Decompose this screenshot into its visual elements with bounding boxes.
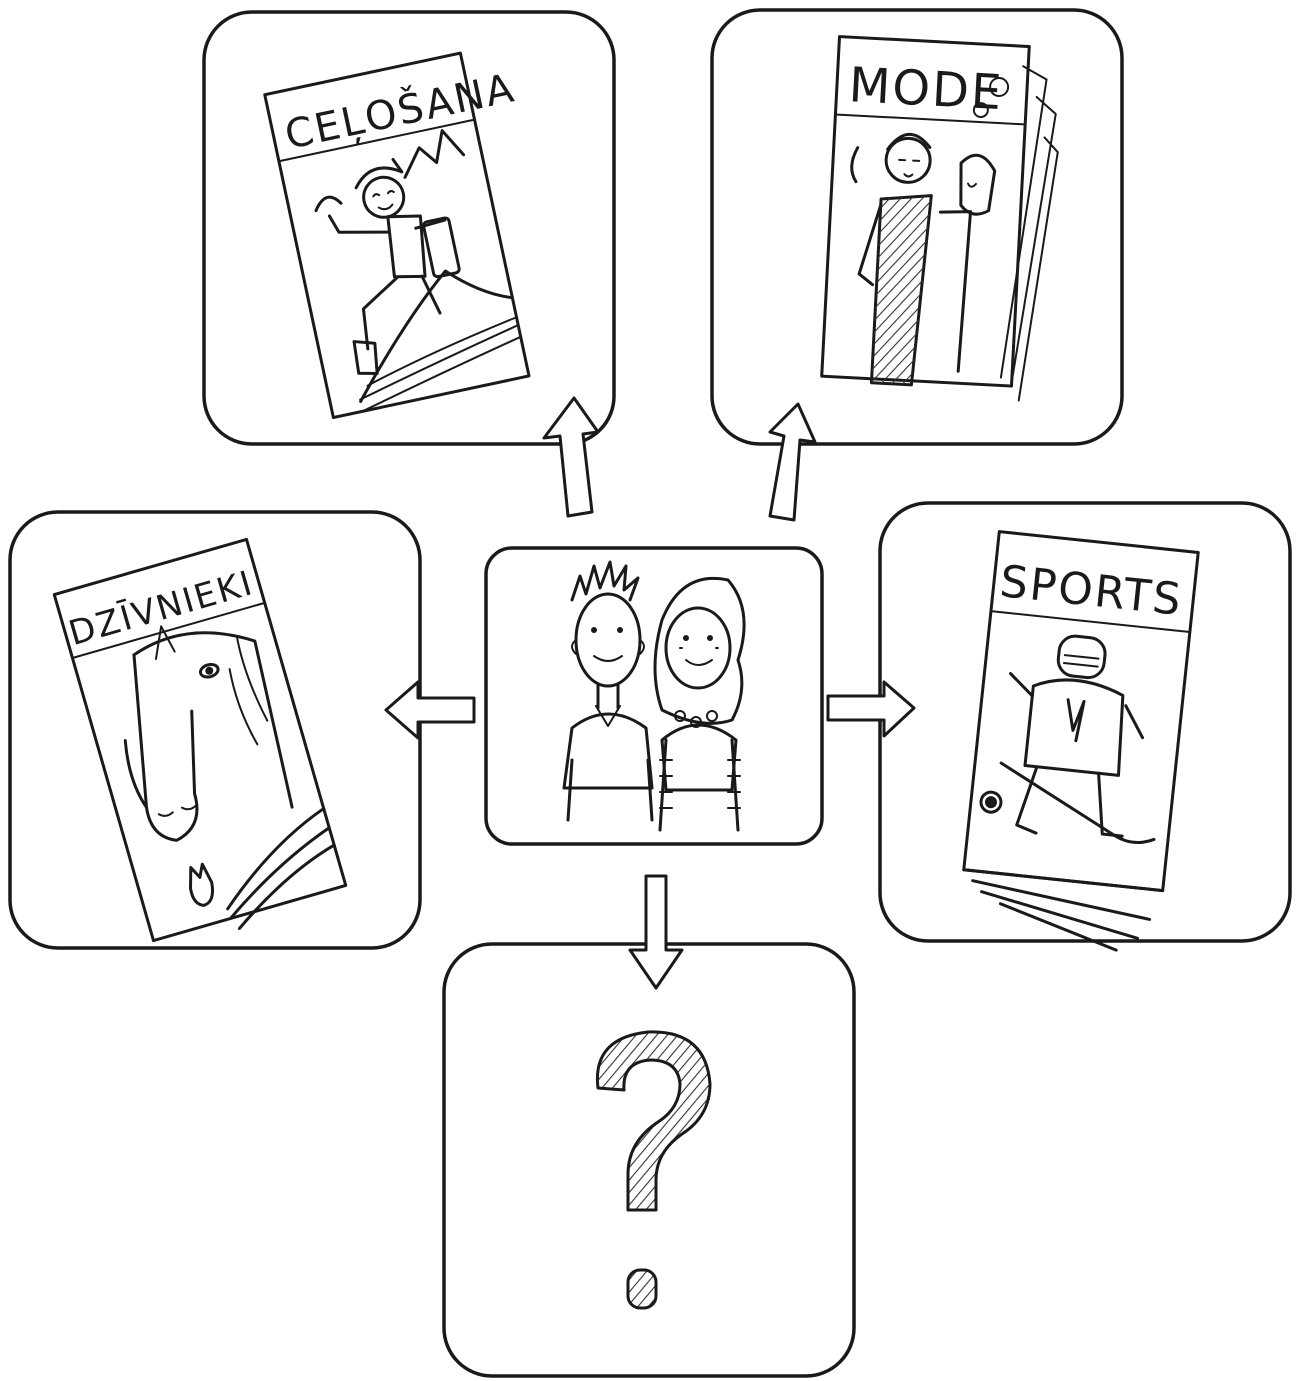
panel-celosana (204, 12, 614, 444)
panel-center (486, 548, 822, 844)
magazine-title-mode: MODE (848, 57, 1005, 121)
